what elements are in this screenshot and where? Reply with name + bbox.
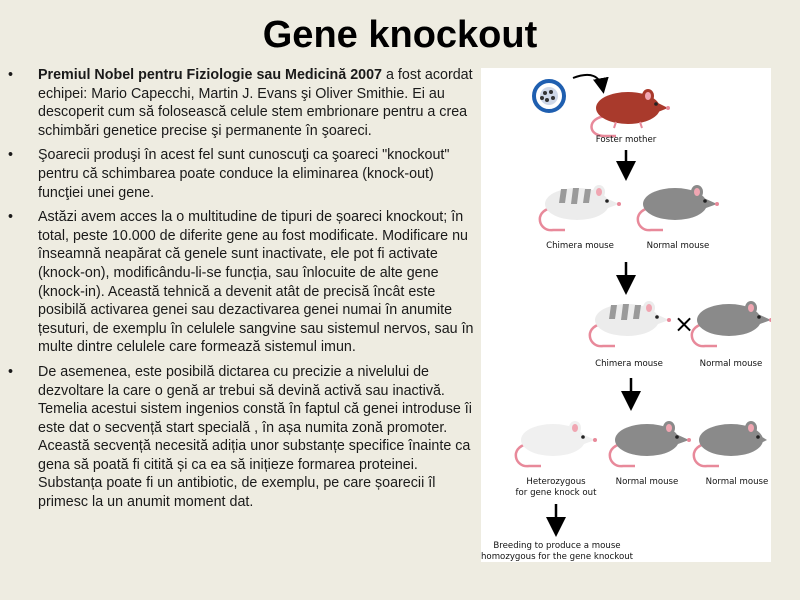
- normal-mouse-label: Normal mouse: [647, 241, 710, 251]
- normal-mouse-icon: [692, 421, 767, 468]
- bullet-item: • Premiul Nobel pentru Fiziologie sau Med…: [8, 66, 474, 140]
- bullet-item: • Astăzi avem acces la o multitudine de t…: [8, 208, 474, 357]
- chimera-mouse-label: Chimera mouse: [546, 241, 614, 251]
- normal-mouse-label: Normal mouse: [616, 477, 679, 487]
- normal-mouse-label: Normal mouse: [706, 477, 769, 487]
- normal-mouse-icon: [636, 185, 719, 232]
- bullet-item: • De asemenea, este posibilă dictarea cu …: [8, 363, 474, 512]
- bullet-marker: •: [8, 147, 14, 164]
- foster-mother-label: Foster mother: [596, 135, 657, 145]
- bullet-list: • Premiul Nobel pentru Fiziologie sau Med…: [8, 66, 474, 518]
- bullet-text: a fost acordat echipei: Mario Capecchi, …: [38, 67, 473, 139]
- chimera-mouse-icon: [538, 185, 621, 232]
- heterozygous-label: Heterozygous: [526, 477, 586, 487]
- chimera-mouse-icon: [588, 301, 671, 348]
- normal-mouse-icon: [690, 301, 771, 348]
- bullet-marker: •: [8, 209, 14, 226]
- knockout-diagram: Foster mother Chimera mouse Normal mouse: [481, 68, 771, 562]
- heterozygous-label: for gene knock out: [516, 488, 598, 498]
- normal-mouse-label: Normal mouse: [700, 359, 763, 369]
- breeding-label: homozygous for the gene knockout: [481, 552, 634, 562]
- transfer-arrow-icon: [572, 74, 609, 94]
- cross-icon: ×: [674, 310, 694, 338]
- breeding-label: Breeding to produce a mouse: [493, 541, 620, 551]
- bullet-text: Şoarecii produşi în acest fel sunt cunos…: [38, 147, 450, 201]
- bullet-marker: •: [8, 363, 14, 380]
- bullet-bold-text: Premiul Nobel pentru Fiziologie sau Medi…: [38, 67, 382, 83]
- embryo-icon: [532, 79, 566, 113]
- bullet-text: Astăzi avem acces la o multitudine de ti…: [38, 209, 474, 356]
- bullet-marker: •: [8, 67, 14, 83]
- slide-title: Gene knockout: [262, 14, 538, 56]
- chimera-mouse-label: Chimera mouse: [595, 359, 663, 369]
- foster-mother-mouse-icon: [590, 89, 670, 138]
- bullet-item: • Şoarecii produşi în acest fel sunt cun…: [8, 146, 474, 202]
- normal-mouse-icon: [608, 421, 691, 468]
- bullet-text: De asemenea, este posibilă dictarea cu p…: [38, 363, 472, 511]
- heterozygous-mouse-icon: [514, 421, 597, 468]
